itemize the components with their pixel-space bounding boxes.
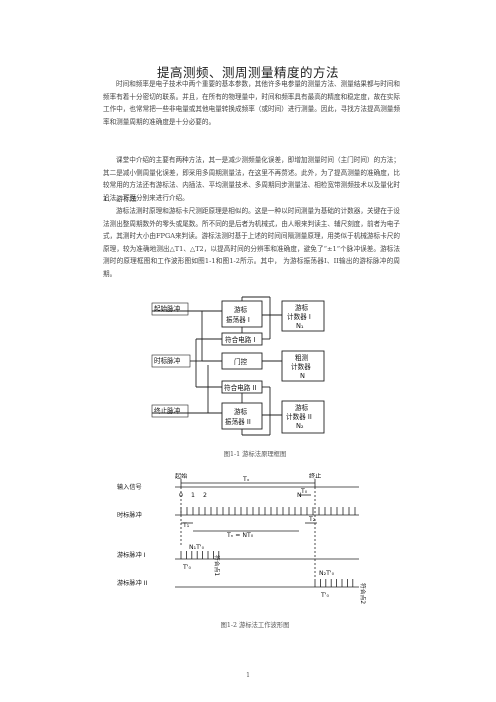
vernier-waveform-diagram: 输入信号 时标脉冲 游标脉冲 I 游标脉冲 II 起始 终止 Tₓ T₀ 0 1… <box>117 473 367 604</box>
start-label: 起始 <box>175 473 187 480</box>
n2t0-label: N₂T'₀ <box>319 570 335 577</box>
counter-main-line3: N <box>300 372 305 380</box>
counter2-line1: 游标 <box>295 403 309 412</box>
osc1-line2: 振荡器 I <box>226 315 250 324</box>
vernier2-label: 游标脉冲 II <box>117 579 148 587</box>
counter-main-line2: 计数器 <box>291 362 311 371</box>
tp1-label: T'₀ <box>182 564 191 571</box>
counter-main-box <box>281 350 325 382</box>
clock-pulse-label-2: 时标脉冲 <box>117 511 142 519</box>
counter2-line2: 计数器 II <box>286 412 312 421</box>
figure2-caption: 图1-2 游标法工作波形图 <box>220 622 290 629</box>
tick-label-1: 1 <box>191 492 195 499</box>
vernier1-label: 游标脉冲 I <box>117 551 146 559</box>
section-heading: 1、 游标法 <box>103 195 137 203</box>
coin2-label: 符合电路 II <box>224 383 256 392</box>
stop-label: 终止 <box>309 473 321 480</box>
tx-label: Tₓ <box>242 476 250 483</box>
counter1-line3: N₁ <box>296 322 304 330</box>
clock-pulse-label: 时标脉冲 <box>154 356 181 365</box>
counter1-line2: 计数器 I <box>287 312 311 321</box>
osc2-line1: 游标 <box>234 407 248 416</box>
tick-label-2: 2 <box>203 492 207 499</box>
paragraph-2: 课堂中介绍的主要有两种方法，其一是减少测频量化误差，即增加测量时间（主门时间）的… <box>103 156 400 202</box>
vernier-block-diagram: 起始脉冲 时标脉冲 终止脉冲 游标 振荡器 I 游标 计数器 I N₁ 符合电路… <box>151 296 325 436</box>
start-pulse-label: 起始脉冲 <box>154 304 181 313</box>
paragraph-3: 游标法测时原理和游标卡尺测距原理是相似的。这是一种以时间测量为基础的计数器，关键… <box>103 207 400 278</box>
counter2-line3: N₂ <box>296 422 304 430</box>
gate-label: 门控 <box>234 357 248 366</box>
t1-label: T₁ <box>182 522 190 529</box>
n1t0-label: N₁T'₀ <box>189 544 205 551</box>
document-title: 提高测频、测周测量精度的方法 <box>156 65 339 80</box>
counter1-line1: 游标 <box>295 303 309 312</box>
coin1-label: 符合电路 I <box>225 335 255 344</box>
clock-pulse-ticks <box>180 507 356 515</box>
page-number: 1 <box>246 672 250 679</box>
vernier2-pulse-ticks <box>314 579 354 587</box>
counter1-box <box>281 300 325 332</box>
osc2-line2: 振荡器 II <box>225 417 251 426</box>
tn-label: Tₙ = NT₀ <box>226 532 254 539</box>
tp2-label: T'₀ <box>320 592 329 599</box>
tick-label-0: 0 <box>179 492 183 499</box>
t0-label: T₀ <box>300 488 308 495</box>
counter-main-line1: 粗测 <box>295 353 309 362</box>
figure1-caption: 图1-1 游标法原理框图 <box>223 451 287 458</box>
counter2-box <box>281 400 325 434</box>
osc1-line1: 游标 <box>234 305 248 314</box>
stop-pulse-label: 终止脉冲 <box>154 406 181 415</box>
coin-point-1-label: 符合点1 <box>213 555 221 576</box>
vernier1-pulse-ticks <box>180 551 220 559</box>
coin-point-2-label: 符合点2 <box>359 583 367 604</box>
input-signal-label: 输入信号 <box>117 483 142 491</box>
tick-label-n: N <box>297 492 302 499</box>
paragraph-1: 时间和频率是电子技术中两个重要的基本参数，其他许多电参量的测量方法、测量结果都与… <box>103 80 400 126</box>
t2-label: T₂ <box>308 516 316 523</box>
